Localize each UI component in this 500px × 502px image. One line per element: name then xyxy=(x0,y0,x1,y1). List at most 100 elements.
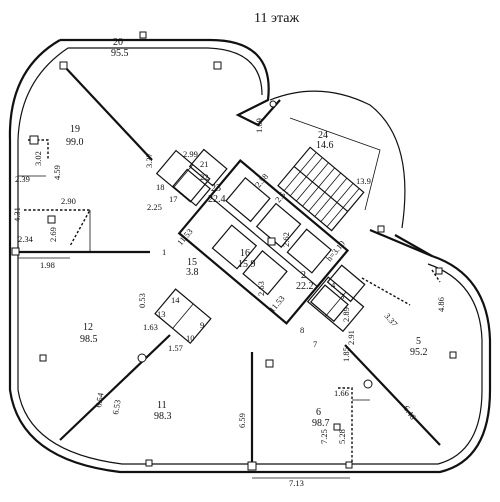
column xyxy=(449,351,457,359)
column xyxy=(269,100,277,108)
small-room-number: 22 xyxy=(200,172,209,182)
room-area: 98.5 xyxy=(80,334,98,345)
stair-tower-inner xyxy=(289,117,381,211)
small-room-number: 21 xyxy=(200,159,209,169)
column xyxy=(139,31,147,39)
wet-room xyxy=(188,148,228,187)
dim-label: 11.53 xyxy=(267,293,287,314)
partition-wall xyxy=(59,334,171,441)
room-number: 20 xyxy=(113,37,123,48)
room-label-13-9: 13.9 xyxy=(356,176,371,186)
outer-wall-left xyxy=(8,39,492,474)
dim-label: 2.39 xyxy=(15,174,30,184)
wet-room xyxy=(310,284,349,323)
room-number: 2 xyxy=(301,270,306,281)
dim-label: 2.89 xyxy=(341,307,351,322)
dim-label: 6.59 xyxy=(237,413,247,428)
small-room-number: 17 xyxy=(169,194,178,204)
room-area: 95.5 xyxy=(111,48,129,59)
column xyxy=(267,237,276,246)
room-area: 3.8 xyxy=(186,267,199,278)
column xyxy=(137,353,147,363)
elevator-shaft xyxy=(211,224,258,270)
partition-wall xyxy=(344,344,441,446)
dim-label: 1.57 xyxy=(168,343,183,353)
small-room-number: 4 xyxy=(331,280,336,290)
dim-label: 7.13 xyxy=(289,478,304,488)
dim-label: 1.63 xyxy=(143,322,158,332)
dim-label: 3.37 xyxy=(382,311,399,329)
elevator-shaft xyxy=(255,202,302,248)
stair-flight xyxy=(277,146,365,232)
stair-tower-wall xyxy=(269,90,406,229)
column xyxy=(59,61,68,70)
dim-label: 3.02 xyxy=(33,151,43,166)
dim-label: 4.31 xyxy=(12,207,22,222)
dashed-partition xyxy=(338,387,353,462)
room-area: 14.6 xyxy=(316,140,334,151)
partition-wall xyxy=(369,228,433,258)
column xyxy=(39,354,47,362)
wet-room xyxy=(172,168,211,207)
dim-label: 1.85 xyxy=(341,347,351,362)
floor-title: 11 этаж xyxy=(254,11,299,26)
room-number: 12 xyxy=(83,322,93,333)
room-area: 95.2 xyxy=(410,347,428,358)
small-room-number: 1 xyxy=(162,247,166,257)
small-room-number: 18 xyxy=(156,182,165,192)
room-area: 22.4 xyxy=(208,194,226,205)
dim-label: 7.25 xyxy=(319,429,329,444)
column xyxy=(435,267,443,275)
dim-label: 2.62 xyxy=(281,232,291,247)
column xyxy=(333,423,341,431)
dashed-partition xyxy=(361,277,411,306)
small-room-number: 10 xyxy=(186,333,195,343)
dim-label: h=3.10 xyxy=(324,239,347,264)
dim-label: 2.90 xyxy=(61,196,76,206)
dim-label: 1.69 xyxy=(254,118,264,133)
small-room-number: 13 xyxy=(157,309,166,319)
room-area: 98.7 xyxy=(312,418,330,429)
wet-room xyxy=(326,264,366,303)
room-number: 24 xyxy=(318,130,328,141)
dim-label: 2.63 xyxy=(256,281,266,296)
outer-wall xyxy=(60,38,281,127)
dim-label: 4.59 xyxy=(52,165,62,180)
room-number: 15 xyxy=(187,257,197,268)
column xyxy=(363,379,373,389)
column xyxy=(265,359,274,368)
column xyxy=(247,461,257,471)
dim-label: 3.37 xyxy=(144,153,154,168)
dim-label: 0.53 xyxy=(137,293,147,308)
dashed-partition xyxy=(431,269,441,283)
room-number: 16 xyxy=(240,248,250,259)
room-area: 15.9 xyxy=(238,259,256,270)
elevator-shaft xyxy=(225,176,271,223)
room-number: 11 xyxy=(157,400,167,411)
dim-label: 5.28 xyxy=(337,429,347,444)
small-room-number: 7 xyxy=(313,339,317,349)
column xyxy=(213,61,222,70)
column xyxy=(29,135,39,145)
column xyxy=(11,247,20,256)
small-room-number: 3 xyxy=(340,291,344,301)
core-divider xyxy=(209,196,318,287)
room-area: 99.0 xyxy=(66,137,84,148)
dim-label: 1.66 xyxy=(334,388,349,398)
column xyxy=(345,461,353,469)
dim-label: 2.91 xyxy=(346,330,356,345)
small-room-number: 8 xyxy=(300,325,304,335)
dim-label: 2.69 xyxy=(48,227,58,242)
dim-label: 4.86 xyxy=(436,297,446,312)
dimension-lines xyxy=(18,175,370,479)
elevator-shaft xyxy=(286,228,333,274)
dim-label: 6.54 xyxy=(93,391,106,408)
room-number: 5 xyxy=(416,336,421,347)
room-number: 6 xyxy=(316,407,321,418)
partition-wall xyxy=(63,65,153,161)
outer-wall-top-inner xyxy=(68,47,263,96)
dim-label: 6.53 xyxy=(110,399,122,415)
column xyxy=(145,459,153,467)
dim-label: 2.99 xyxy=(183,149,198,159)
room-number: 23 xyxy=(211,183,221,194)
